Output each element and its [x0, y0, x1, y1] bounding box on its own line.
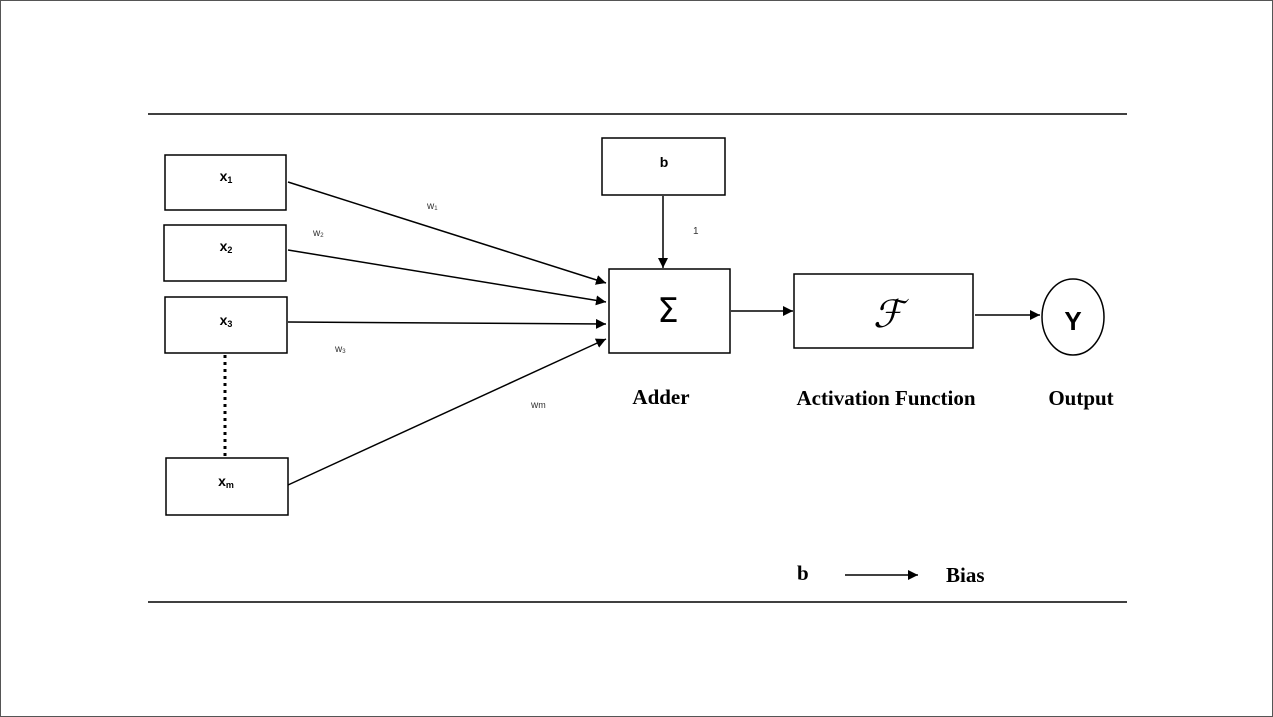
- bias-edge-label: 1: [693, 226, 699, 237]
- weight-w2-base: w: [312, 228, 321, 239]
- output-symbol: Y: [1064, 306, 1081, 336]
- input-xm-base: x: [218, 473, 226, 489]
- input-xm-subscript: m: [226, 480, 234, 490]
- weight-w3: w3: [334, 344, 346, 355]
- output-node: Y: [1041, 278, 1105, 356]
- svg-text:x1: x1: [220, 168, 233, 185]
- weight-wm-subscript: m: [538, 400, 546, 410]
- legend-meaning: Bias: [946, 563, 985, 587]
- input-x1-subscript: 1: [227, 175, 232, 185]
- weight-w1-subscript: 1: [434, 206, 438, 212]
- svg-text:xm: xm: [218, 473, 234, 490]
- input-x2-subscript: 2: [227, 245, 232, 255]
- sigma-symbol: Σ: [657, 291, 678, 331]
- weight-wm: wm: [530, 400, 546, 411]
- edge-x3-adder: [287, 318, 607, 329]
- edge-x1-adder: [287, 181, 607, 285]
- input-xm: xm: [165, 457, 289, 516]
- bias-box: b: [601, 137, 726, 196]
- input-x3-subscript: 3: [227, 319, 232, 329]
- legend: b Bias: [797, 561, 985, 587]
- weight-w2: w2: [312, 228, 324, 239]
- weight-w3-base: w: [334, 344, 343, 355]
- weight-w3-subscript: 3: [342, 349, 346, 355]
- input-x2-base: x: [220, 238, 228, 254]
- input-x1-base: x: [220, 168, 228, 184]
- adder-caption: Adder: [632, 385, 689, 409]
- input-x3-base: x: [220, 312, 228, 328]
- activation-box: ℱ: [793, 273, 974, 349]
- edge-x2-adder: [287, 249, 607, 306]
- bias-box-label: b: [660, 154, 669, 170]
- weight-w1: w1: [426, 201, 438, 212]
- weight-w1-base: w: [426, 201, 435, 212]
- weight-w2-subscript: 2: [320, 233, 324, 239]
- edge-xm-adder: [287, 338, 607, 486]
- activation-caption: Activation Function: [796, 386, 975, 410]
- svg-text:x3: x3: [220, 312, 233, 329]
- weight-wm-base: w: [530, 400, 539, 411]
- legend-symbol: b: [797, 561, 809, 585]
- adder-box: Σ: [608, 268, 731, 354]
- input-x2: x2: [163, 224, 287, 282]
- output-caption: Output: [1048, 386, 1113, 410]
- svg-text:x2: x2: [220, 238, 233, 255]
- input-x3: x3: [164, 296, 288, 354]
- input-x1: x1: [164, 154, 287, 211]
